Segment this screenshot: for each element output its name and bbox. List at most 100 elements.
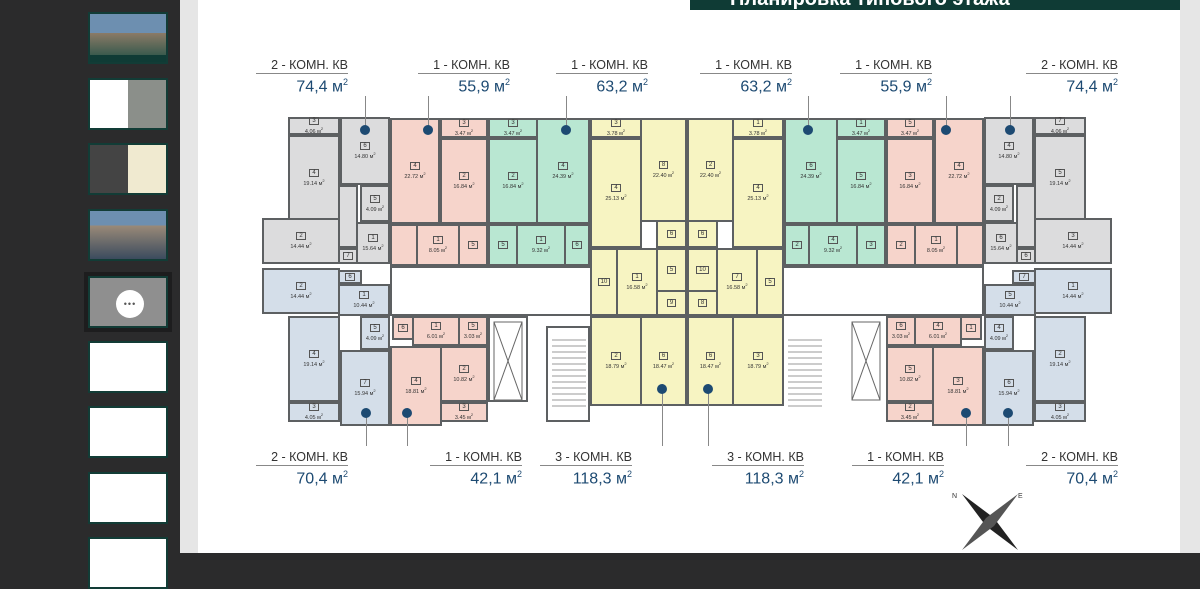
room-number: 5 — [1055, 169, 1065, 178]
page-thumbnail[interactable] — [88, 78, 168, 130]
room-area: 24.39 м2 — [800, 171, 822, 180]
leader-line — [365, 96, 366, 130]
room-number: 6 — [345, 272, 355, 281]
apartment-area: 55,9 м2 — [458, 77, 510, 96]
room: 6 — [392, 316, 414, 340]
apartment-label-top: 1 - КОМН. КВ 63,2 м2 — [556, 58, 648, 96]
room-number: 4 — [309, 169, 319, 178]
room — [1016, 185, 1036, 248]
apartment-type: 1 - КОМН. КВ — [556, 58, 648, 74]
leader-line — [708, 384, 709, 446]
room-area: 16.84 м2 — [502, 181, 524, 190]
room-area: 4.05 м2 — [304, 412, 324, 421]
room-area: 3.78 м2 — [606, 128, 626, 137]
page-thumbnail[interactable] — [88, 341, 168, 393]
room-number: 4 — [611, 184, 621, 193]
apartment-area: 118,3 м2 — [744, 469, 804, 488]
room — [956, 224, 984, 266]
room-area: 15.94 м2 — [998, 388, 1020, 397]
apartment-area: 63,2 м2 — [740, 77, 792, 96]
room-number: 5 — [370, 324, 380, 333]
room: 2 — [886, 224, 916, 266]
apartment-type: 3 - КОМН. КВ — [712, 450, 804, 466]
room-area: 18.79 м2 — [747, 361, 769, 370]
room-area: 14.44 м2 — [1062, 241, 1084, 250]
leader-line — [1008, 408, 1009, 446]
room-number: 5 — [856, 172, 866, 181]
room-number: 1 — [536, 236, 546, 245]
room-number: 1 — [431, 322, 441, 331]
room-number: 5 — [468, 322, 478, 331]
room-area: 3.03 м2 — [891, 331, 911, 340]
sidebar-divider[interactable] — [180, 0, 198, 553]
room-number: 1 — [632, 273, 642, 282]
room-area: 18.81 м2 — [405, 386, 427, 395]
page-thumbnail[interactable] — [88, 12, 168, 64]
room: 5 — [488, 224, 518, 266]
apartment-area: 74,4 м2 — [1066, 77, 1118, 96]
page-thumbnail[interactable] — [88, 472, 168, 524]
room-number: 6 — [572, 240, 582, 249]
more-options-icon[interactable]: ••• — [116, 290, 144, 318]
room-number: 4 — [954, 162, 964, 171]
room: 6 — [656, 220, 687, 248]
apartment-type: 1 - КОМН. КВ — [840, 58, 932, 74]
apartment-area: 42,1 м2 — [470, 469, 522, 488]
room-number: 3 — [508, 119, 518, 128]
room-number: 6 — [996, 234, 1006, 243]
page-thumbnail[interactable]: ••• — [84, 272, 172, 332]
apartment-area: 63,2 м2 — [596, 77, 648, 96]
room: 7 — [338, 248, 358, 264]
room-area: 22.72 м2 — [948, 171, 970, 180]
page-thumbnail[interactable] — [88, 209, 168, 261]
page-thumbnail[interactable] — [88, 406, 168, 458]
elevator — [488, 316, 528, 402]
page-thumbnail[interactable] — [88, 143, 168, 195]
room-area: 19.14 м2 — [1049, 359, 1071, 368]
room-number: 1 — [753, 119, 763, 128]
room-area: 15.94 м2 — [354, 388, 376, 397]
room-number: 6 — [1021, 251, 1031, 260]
page-thumbnail[interactable] — [88, 537, 168, 589]
room-number: 2 — [459, 365, 469, 374]
room-number: 2 — [611, 352, 621, 361]
room-number: 4 — [828, 236, 838, 245]
room: 3 — [856, 224, 886, 266]
room-number: 1 — [856, 119, 866, 128]
room-number: 1 — [433, 236, 443, 245]
room: 6 — [564, 224, 590, 266]
apartment-marker-icon — [423, 125, 433, 135]
room-area: 15.64 м2 — [362, 243, 384, 252]
room: 6 — [338, 270, 362, 284]
room-area: 24.39 м2 — [552, 171, 574, 180]
room-area: 14.80 м2 — [998, 151, 1020, 160]
room-number: 5 — [765, 277, 775, 286]
apartment-type: 2 - КОМН. КВ — [1026, 450, 1118, 466]
room — [338, 185, 358, 248]
room-number: 5 — [905, 119, 915, 128]
apartment-marker-icon — [961, 408, 971, 418]
apartment-type: 2 - КОМН. КВ — [256, 58, 348, 74]
